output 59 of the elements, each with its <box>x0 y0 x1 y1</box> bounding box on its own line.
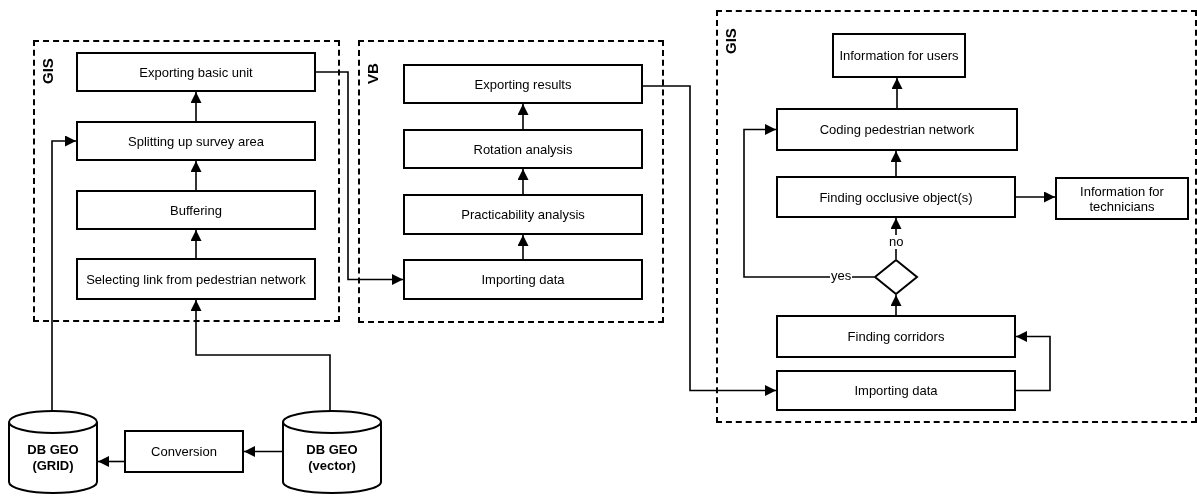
decision-diamond <box>874 259 918 295</box>
group-label: GIS <box>722 28 739 54</box>
process-box <box>776 108 1018 151</box>
process-box <box>832 33 966 78</box>
process-box <box>76 190 316 230</box>
box-text: Buffering <box>170 202 222 218</box>
dashed-group-frame <box>33 40 340 322</box>
arrow <box>315 71 404 285</box>
process-box <box>403 129 643 169</box>
arrow <box>890 217 902 260</box>
process-box <box>124 430 244 473</box>
database-cylinder <box>8 410 98 494</box>
arrow <box>743 124 875 278</box>
box-text: Importing data <box>481 272 565 287</box>
process-box <box>776 315 1016 358</box>
box-text: Importing data <box>854 383 938 398</box>
arrow <box>517 168 529 195</box>
process-box <box>403 64 643 104</box>
database-label: DB GEO (vector) <box>305 442 359 474</box>
arrow <box>891 77 903 109</box>
edge-label: no <box>888 235 905 249</box>
arrow <box>190 91 202 122</box>
arrow <box>190 160 202 191</box>
arrow <box>890 150 902 177</box>
database-cylinder <box>282 410 382 494</box>
group-label: VB <box>364 63 381 84</box>
dashed-group-frame <box>358 40 664 323</box>
box-text: Rotation analysis <box>473 141 573 157</box>
box-text: Finding occlusive object(s) <box>819 189 973 205</box>
dashed-group-frame <box>716 10 1197 423</box>
process-box <box>403 259 643 300</box>
arrow <box>1015 331 1051 392</box>
box-text: Coding pedestrian network <box>819 122 975 137</box>
process-box <box>76 52 316 92</box>
box-text: Practicability analysis <box>461 207 585 222</box>
box-text: Information for users <box>839 48 959 63</box>
arrow <box>517 234 529 260</box>
arrow <box>890 294 902 316</box>
database-label: DB GEO (GRID) <box>26 442 80 474</box>
arrow <box>1015 191 1056 203</box>
box-text: Exporting basic unit <box>139 64 253 80</box>
arrow <box>190 229 202 259</box>
box-text: Finding corridors <box>847 329 945 344</box>
arrow <box>243 446 283 457</box>
process-box <box>776 370 1016 411</box>
process-box <box>1055 177 1189 220</box>
process-box <box>403 194 643 235</box>
box-text: Conversion <box>151 444 217 459</box>
box-text: Selecting link from pedestrian network <box>86 271 306 287</box>
group-label: GIS <box>39 58 56 84</box>
process-box <box>776 176 1016 218</box>
arrow <box>97 456 125 467</box>
arrow <box>517 103 529 130</box>
arrow <box>642 85 777 396</box>
box-text: Information for technicians <box>1079 183 1165 214</box>
box-text: Exporting results <box>474 76 572 92</box>
box-text: Splitting up survey area <box>128 133 264 149</box>
process-box <box>76 121 316 161</box>
process-box <box>76 258 316 300</box>
